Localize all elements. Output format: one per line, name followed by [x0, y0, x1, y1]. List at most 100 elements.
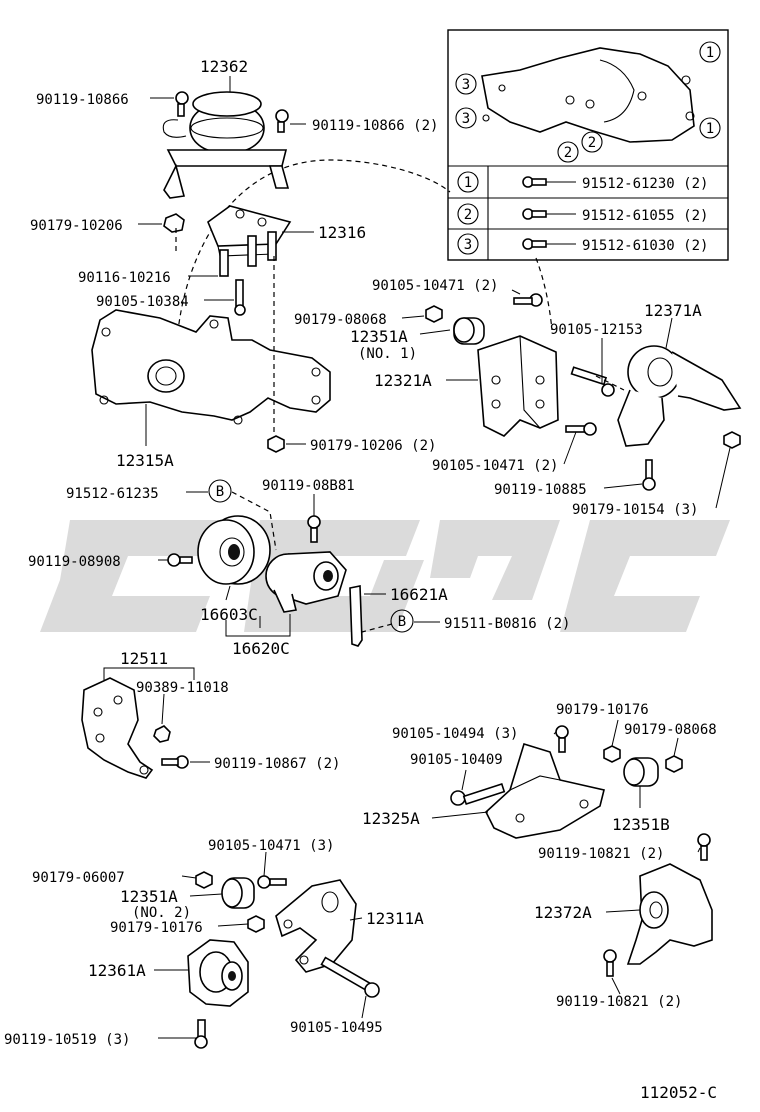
bolt-90119-10519 — [194, 1019, 208, 1049]
label-12351A-no1: 12351A — [350, 327, 408, 346]
label-90119-08908: 90119-08908 — [28, 554, 121, 570]
svg-text:91512-61055 (2): 91512-61055 (2) — [582, 208, 708, 224]
callout-1-bottom: 1 — [699, 117, 721, 139]
bolt-90105-10471-a — [513, 293, 543, 307]
label-12321A: 12321A — [374, 371, 432, 390]
diagram-code: 112052-C — [640, 1083, 717, 1102]
label-90179-08068b: 90179-08068 — [624, 722, 717, 738]
bracket-12511 — [81, 677, 154, 779]
label-90119-10519: 90119-10519 (3) — [4, 1032, 130, 1048]
bolt-90105-10494 — [555, 725, 569, 753]
svg-text:1: 1 — [706, 121, 714, 137]
label-90105-10494: 90105-10494 (3) — [392, 726, 518, 742]
stud-90116-10216 — [219, 231, 277, 277]
label-12351A-no1-sub: (NO. 1) — [358, 346, 417, 362]
mount-12361A — [187, 939, 249, 1007]
nut-90179-10176-a — [603, 745, 621, 763]
label-12371A: 12371A — [644, 301, 702, 320]
inset-row-2: 2 91512-61055 (2) — [457, 203, 708, 225]
nut-90179-08068-b — [665, 755, 683, 773]
label-90389-11018: 90389-11018 — [136, 680, 229, 696]
label-12361A: 12361A — [88, 961, 146, 980]
callout-3-top: 3 — [455, 73, 477, 95]
callout-2-left: 2 — [557, 141, 579, 163]
label-12351A-no2-sub: (NO. 2) — [132, 905, 191, 921]
svg-text:3: 3 — [464, 237, 472, 253]
bolt-90119-10866-2 — [275, 109, 289, 133]
pulley-16603C — [197, 515, 271, 585]
label-91511-b0816: 91511-B0816 (2) — [444, 616, 570, 632]
label-12325A: 12325A — [362, 809, 420, 828]
label-12351A-no2: 12351A — [120, 887, 178, 906]
label-90179-08068a: 90179-08068 — [294, 312, 387, 328]
engine-mount-insulator-12362 — [162, 91, 290, 199]
cushion-12351B — [623, 757, 659, 787]
label-90179-10176a: 90179-10176 — [556, 702, 649, 718]
label-90179-10206: 90179-10206 — [30, 218, 123, 234]
ref-circle-b-1: B — [208, 479, 232, 503]
label-90105-10495: 90105-10495 — [290, 1020, 383, 1036]
bolt-90105-10384 — [234, 279, 246, 316]
label-90105-10409: 90105-10409 — [410, 752, 503, 768]
leader-lines — [103, 76, 731, 1039]
label-90105-10471-2a: 90105-10471 (2) — [372, 278, 498, 294]
bracket-12311A — [275, 879, 357, 973]
bolt-90119-10821-b — [603, 949, 617, 977]
label-12351B: 12351B — [612, 815, 670, 834]
label-16621A: 16621A — [390, 585, 448, 604]
label-12315A: 12315A — [116, 451, 174, 470]
svg-text:2: 2 — [564, 145, 572, 161]
label-90119-10885: 90119-10885 — [494, 482, 587, 498]
label-90179-10206-2: 90179-10206 (2) — [310, 438, 436, 454]
label-12511: 12511 — [120, 649, 168, 668]
label-12372A: 12372A — [534, 903, 592, 922]
bolt-90119-10867 — [161, 755, 189, 769]
nut-90179-10154 — [723, 431, 741, 449]
cushion-12351A-no1 — [453, 317, 485, 345]
label-90105-10471-2b: 90105-10471 (2) — [432, 458, 558, 474]
bolt-90105-10471-c — [257, 875, 287, 889]
label-90119-08881: 90119-08B81 — [262, 478, 355, 494]
svg-text:B: B — [216, 484, 224, 500]
label-90105-10471-3: 90105-10471 (3) — [208, 838, 334, 854]
bracket-12315A — [91, 309, 331, 425]
label-90119-10866: 90119-10866 — [36, 92, 129, 108]
nut-90179-10206 — [163, 213, 185, 233]
nut-90179-10176-b — [247, 915, 265, 933]
label-16603C: 16603C — [200, 605, 258, 624]
inset-detail-box: 1 1 2 2 3 3 1 91512-61230 (2) 2 91512-61… — [447, 29, 729, 261]
label-90179-06007: 90179-06007 — [32, 870, 125, 886]
label-12311A: 12311A — [366, 909, 424, 928]
label-90179-10154-3: 90179-10154 (3) — [572, 502, 698, 518]
bolt-90119-10821-a — [697, 833, 711, 861]
label-90119-10866-2: 90119-10866 (2) — [312, 118, 438, 134]
bracket-12321A — [477, 335, 559, 437]
bolt-90389-11018 — [153, 725, 171, 743]
svg-text:1: 1 — [706, 45, 714, 61]
label-90119-10867: 90119-10867 (2) — [214, 756, 340, 772]
label-16620C: 16620C — [232, 639, 290, 658]
svg-text:B: B — [398, 614, 406, 630]
label-90119-10821-2b: 90119-10821 (2) — [556, 994, 682, 1010]
label-90116-10216: 90116-10216 — [78, 270, 171, 286]
label-90105-10384: 90105-10384 — [96, 294, 189, 310]
ref-circle-b-2: B — [390, 609, 414, 633]
nut-90179-06007 — [195, 871, 213, 889]
bolt-90105-10409 — [450, 783, 506, 806]
svg-text:2: 2 — [464, 207, 472, 223]
nut-90179-08068-a — [425, 305, 443, 323]
tensioner-16620C — [265, 551, 347, 613]
bracket-12325A — [485, 742, 605, 839]
reference-line — [535, 257, 553, 331]
bolt-90119-10866 — [175, 91, 189, 117]
svg-text:91512-61030 (2): 91512-61030 (2) — [582, 238, 708, 254]
label-12316: 12316 — [318, 223, 366, 242]
svg-text:91512-61230 (2): 91512-61230 (2) — [582, 176, 708, 192]
inset-row-1: 1 91512-61230 (2) — [457, 171, 708, 193]
callout-1-top: 1 — [699, 41, 721, 63]
callout-3-bottom: 3 — [455, 107, 477, 129]
label-90105-12153: 90105-12153 — [550, 322, 643, 338]
label-90179-10176b: 90179-10176 — [110, 920, 203, 936]
label-90119-10821-2a: 90119-10821 (2) — [538, 846, 664, 862]
inset-row-3: 3 91512-61030 (2) — [457, 233, 708, 255]
